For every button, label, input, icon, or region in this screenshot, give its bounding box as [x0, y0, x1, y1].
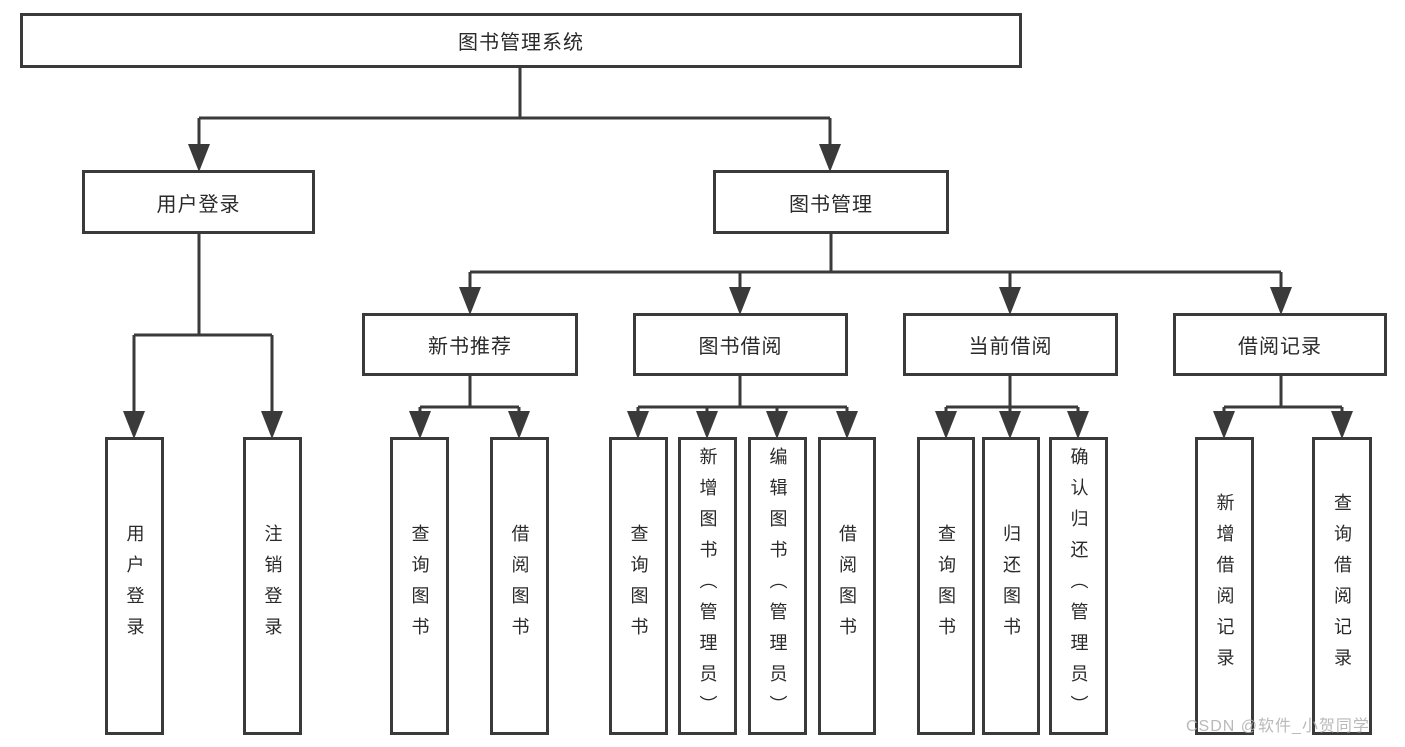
leaf-add-books-admin: 新增图书（管理员）	[678, 437, 737, 735]
leaf-query-books-recommend: 查询图书	[390, 437, 449, 735]
node-book-management: 图书管理	[713, 170, 949, 234]
arrowhead-group	[123, 144, 1353, 439]
leaf-confirm-return-admin: 确认归还（管理员）	[1049, 437, 1108, 735]
leaf-logout: 注销登录	[243, 437, 302, 735]
leaf-edit-books-admin: 编辑图书（管理员）	[748, 437, 807, 735]
leaf-borrow-books: 借阅图书	[818, 437, 876, 735]
leaf-borrow-books-recommend: 借阅图书	[490, 437, 549, 735]
leaf-query-borrow-record: 查询借阅记录	[1312, 437, 1372, 735]
leaf-query-books-borrow: 查询图书	[609, 437, 668, 735]
node-library-management-system: 图书管理系统	[20, 13, 1022, 68]
node-book-borrowing: 图书借阅	[633, 313, 848, 376]
node-new-book-recommendation: 新书推荐	[362, 313, 578, 376]
node-user-login: 用户登录	[82, 170, 315, 234]
leaf-add-borrow-record: 新增借阅记录	[1195, 437, 1254, 735]
leaf-user-login: 用户登录	[105, 437, 164, 735]
csdn-watermark: CSDN @软件_小贺同学	[1186, 718, 1370, 735]
leaf-return-books: 归还图书	[982, 437, 1040, 735]
node-borrowing-records: 借阅记录	[1173, 313, 1387, 376]
node-current-borrowing: 当前借阅	[903, 313, 1118, 376]
leaf-query-books-current: 查询图书	[917, 437, 975, 735]
